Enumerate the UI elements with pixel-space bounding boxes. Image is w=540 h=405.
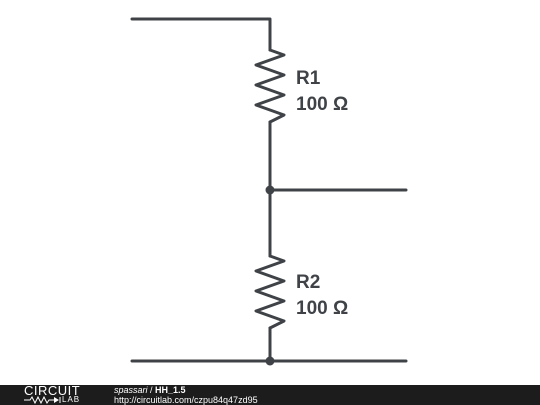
- resistor-r1-symbol: [254, 48, 286, 124]
- circuit-schematic: [130, 17, 408, 366]
- r1-name: R1: [296, 68, 321, 89]
- r1-value: 100 Ω: [296, 94, 349, 115]
- junction-dot-bottom: [265, 356, 275, 366]
- junction-dot-middle: [265, 185, 275, 195]
- resistor-r2-symbol: [254, 254, 286, 330]
- footer-url-link[interactable]: http://circuitlab.com/czpu84q47zd95: [114, 395, 258, 405]
- logo-text-lab: LAB: [62, 395, 81, 404]
- r1-label: R1 100 Ω: [296, 66, 348, 118]
- circuitlab-logo[interactable]: CIRCUIT LAB: [24, 383, 94, 405]
- footer-author[interactable]: spassari: [114, 385, 148, 395]
- footer-author-title: spassari / HH_1.5: [114, 385, 186, 395]
- footer-title[interactable]: HH_1.5: [155, 385, 186, 395]
- footer-bar: CIRCUIT LAB spassari / HH_1.5 http://cir…: [0, 383, 540, 405]
- r2-label: R2 100 Ω: [296, 270, 348, 322]
- r2-value: 100 Ω: [296, 298, 349, 319]
- r2-name: R2: [296, 272, 321, 293]
- logo-resistor-icon: [24, 396, 61, 404]
- logo-text-circuit: CIRCUIT: [24, 383, 81, 398]
- wire-top: [130, 17, 272, 52]
- footer-separator: /: [147, 385, 156, 395]
